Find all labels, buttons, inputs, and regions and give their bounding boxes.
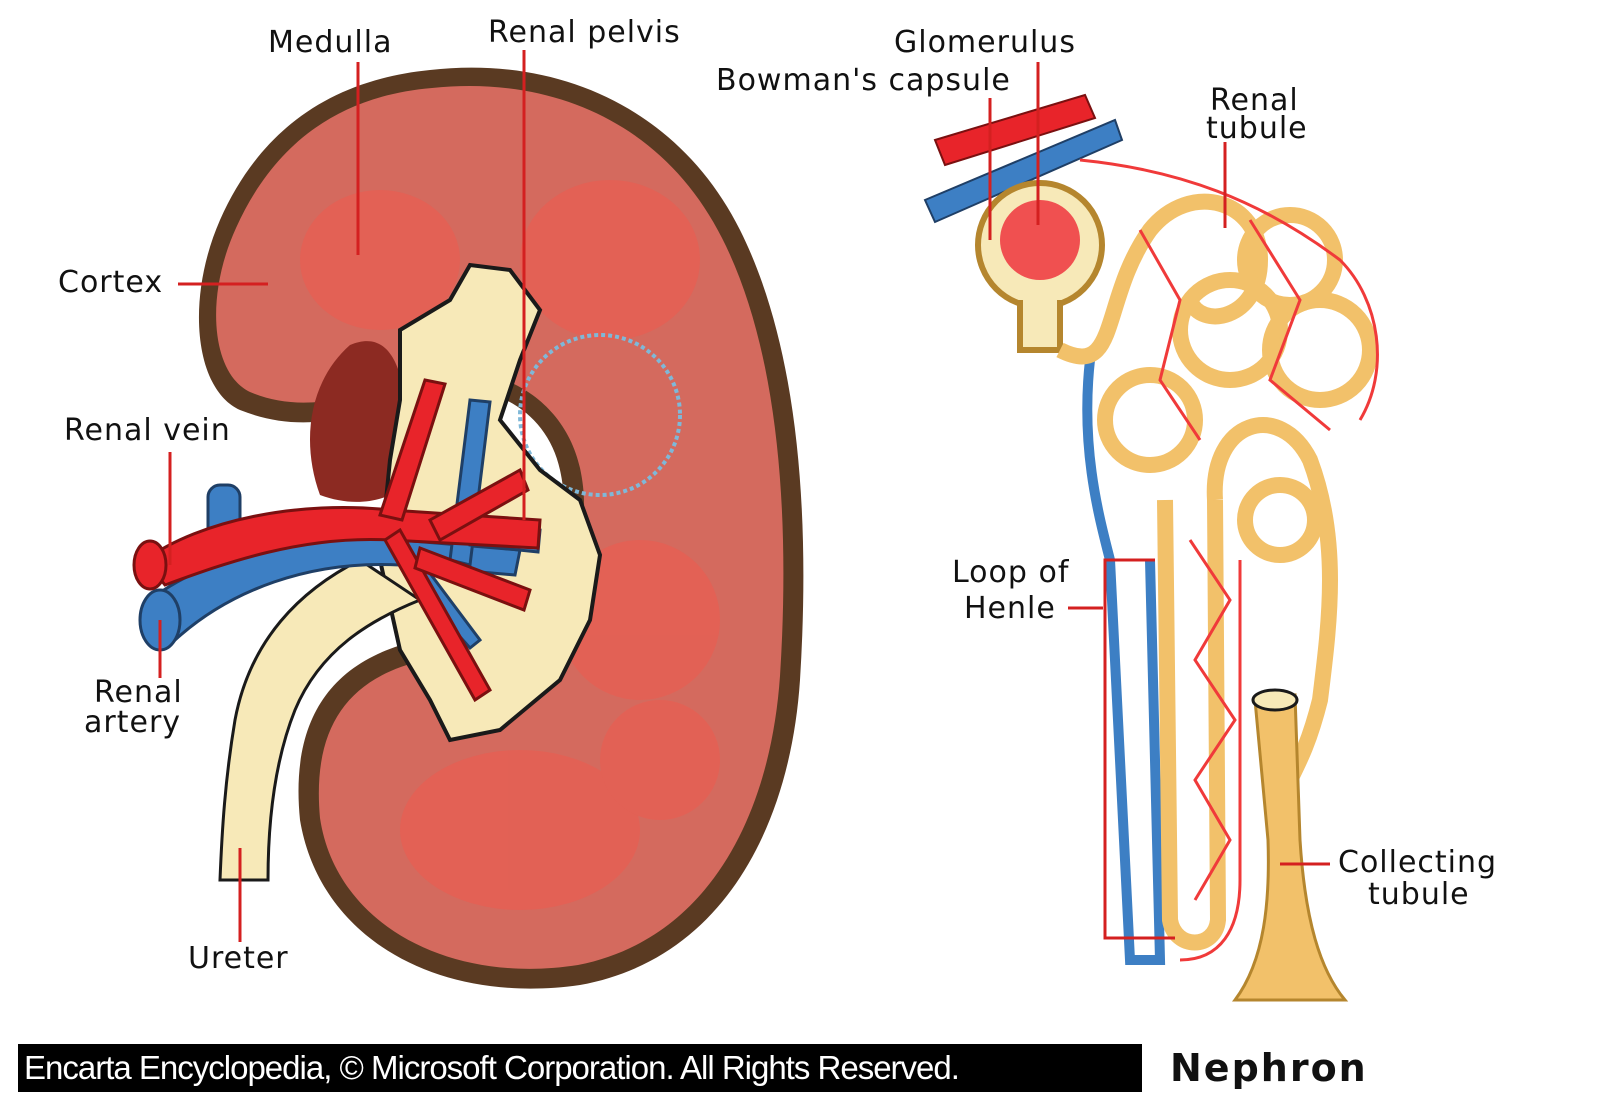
label-collecting-tubule-line1: Collecting [1338, 845, 1497, 880]
renal-artery-vessels [132, 378, 542, 703]
label-renal-artery-line1: Renal [94, 675, 183, 710]
label-medulla: Medulla [268, 25, 392, 60]
label-collecting-tubule-line2: tubule [1368, 877, 1470, 912]
nephron [923, 93, 1379, 1002]
copyright-bar: Encarta Encyclopedia, © Microsoft Corpor… [18, 1044, 1142, 1092]
labels: Medulla Renal pelvis Cortex Renal vein R… [58, 15, 1497, 976]
leader-lines [158, 50, 1330, 942]
collecting-tubule-shape [1232, 693, 1349, 1002]
ureter [218, 558, 424, 882]
label-cortex: Cortex [58, 265, 163, 300]
label-renal-tubule-line2: tubule [1206, 111, 1308, 146]
medulla-pyramids [300, 180, 720, 910]
kidney-cross-section [132, 67, 804, 989]
diagram-caption: Nephron [1170, 1046, 1368, 1090]
peritubular-capillaries [1079, 158, 1379, 962]
loop-bracket [1103, 558, 1175, 940]
medulla-ring [518, 333, 682, 497]
label-bowmans-capsule: Bowman's capsule [716, 63, 1011, 98]
label-loop-of-henle-line2: Henle [964, 591, 1056, 626]
convoluted-tubule [1056, 193, 1378, 784]
label-loop-of-henle-line1: Loop of [952, 555, 1070, 590]
label-renal-tubule-line1: Renal [1210, 83, 1299, 118]
label-renal-vein: Renal vein [64, 413, 231, 448]
loop-of-henle-shape [1157, 499, 1227, 951]
label-ureter: Ureter [188, 941, 289, 976]
arteriole-blue [923, 118, 1124, 224]
label-renal-artery-line2: artery [84, 705, 181, 740]
arteriole-red [933, 93, 1097, 167]
label-renal-pelvis: Renal pelvis [488, 15, 681, 50]
label-glomerulus: Glomerulus [894, 25, 1076, 60]
glomerulus-shape [1000, 200, 1080, 280]
